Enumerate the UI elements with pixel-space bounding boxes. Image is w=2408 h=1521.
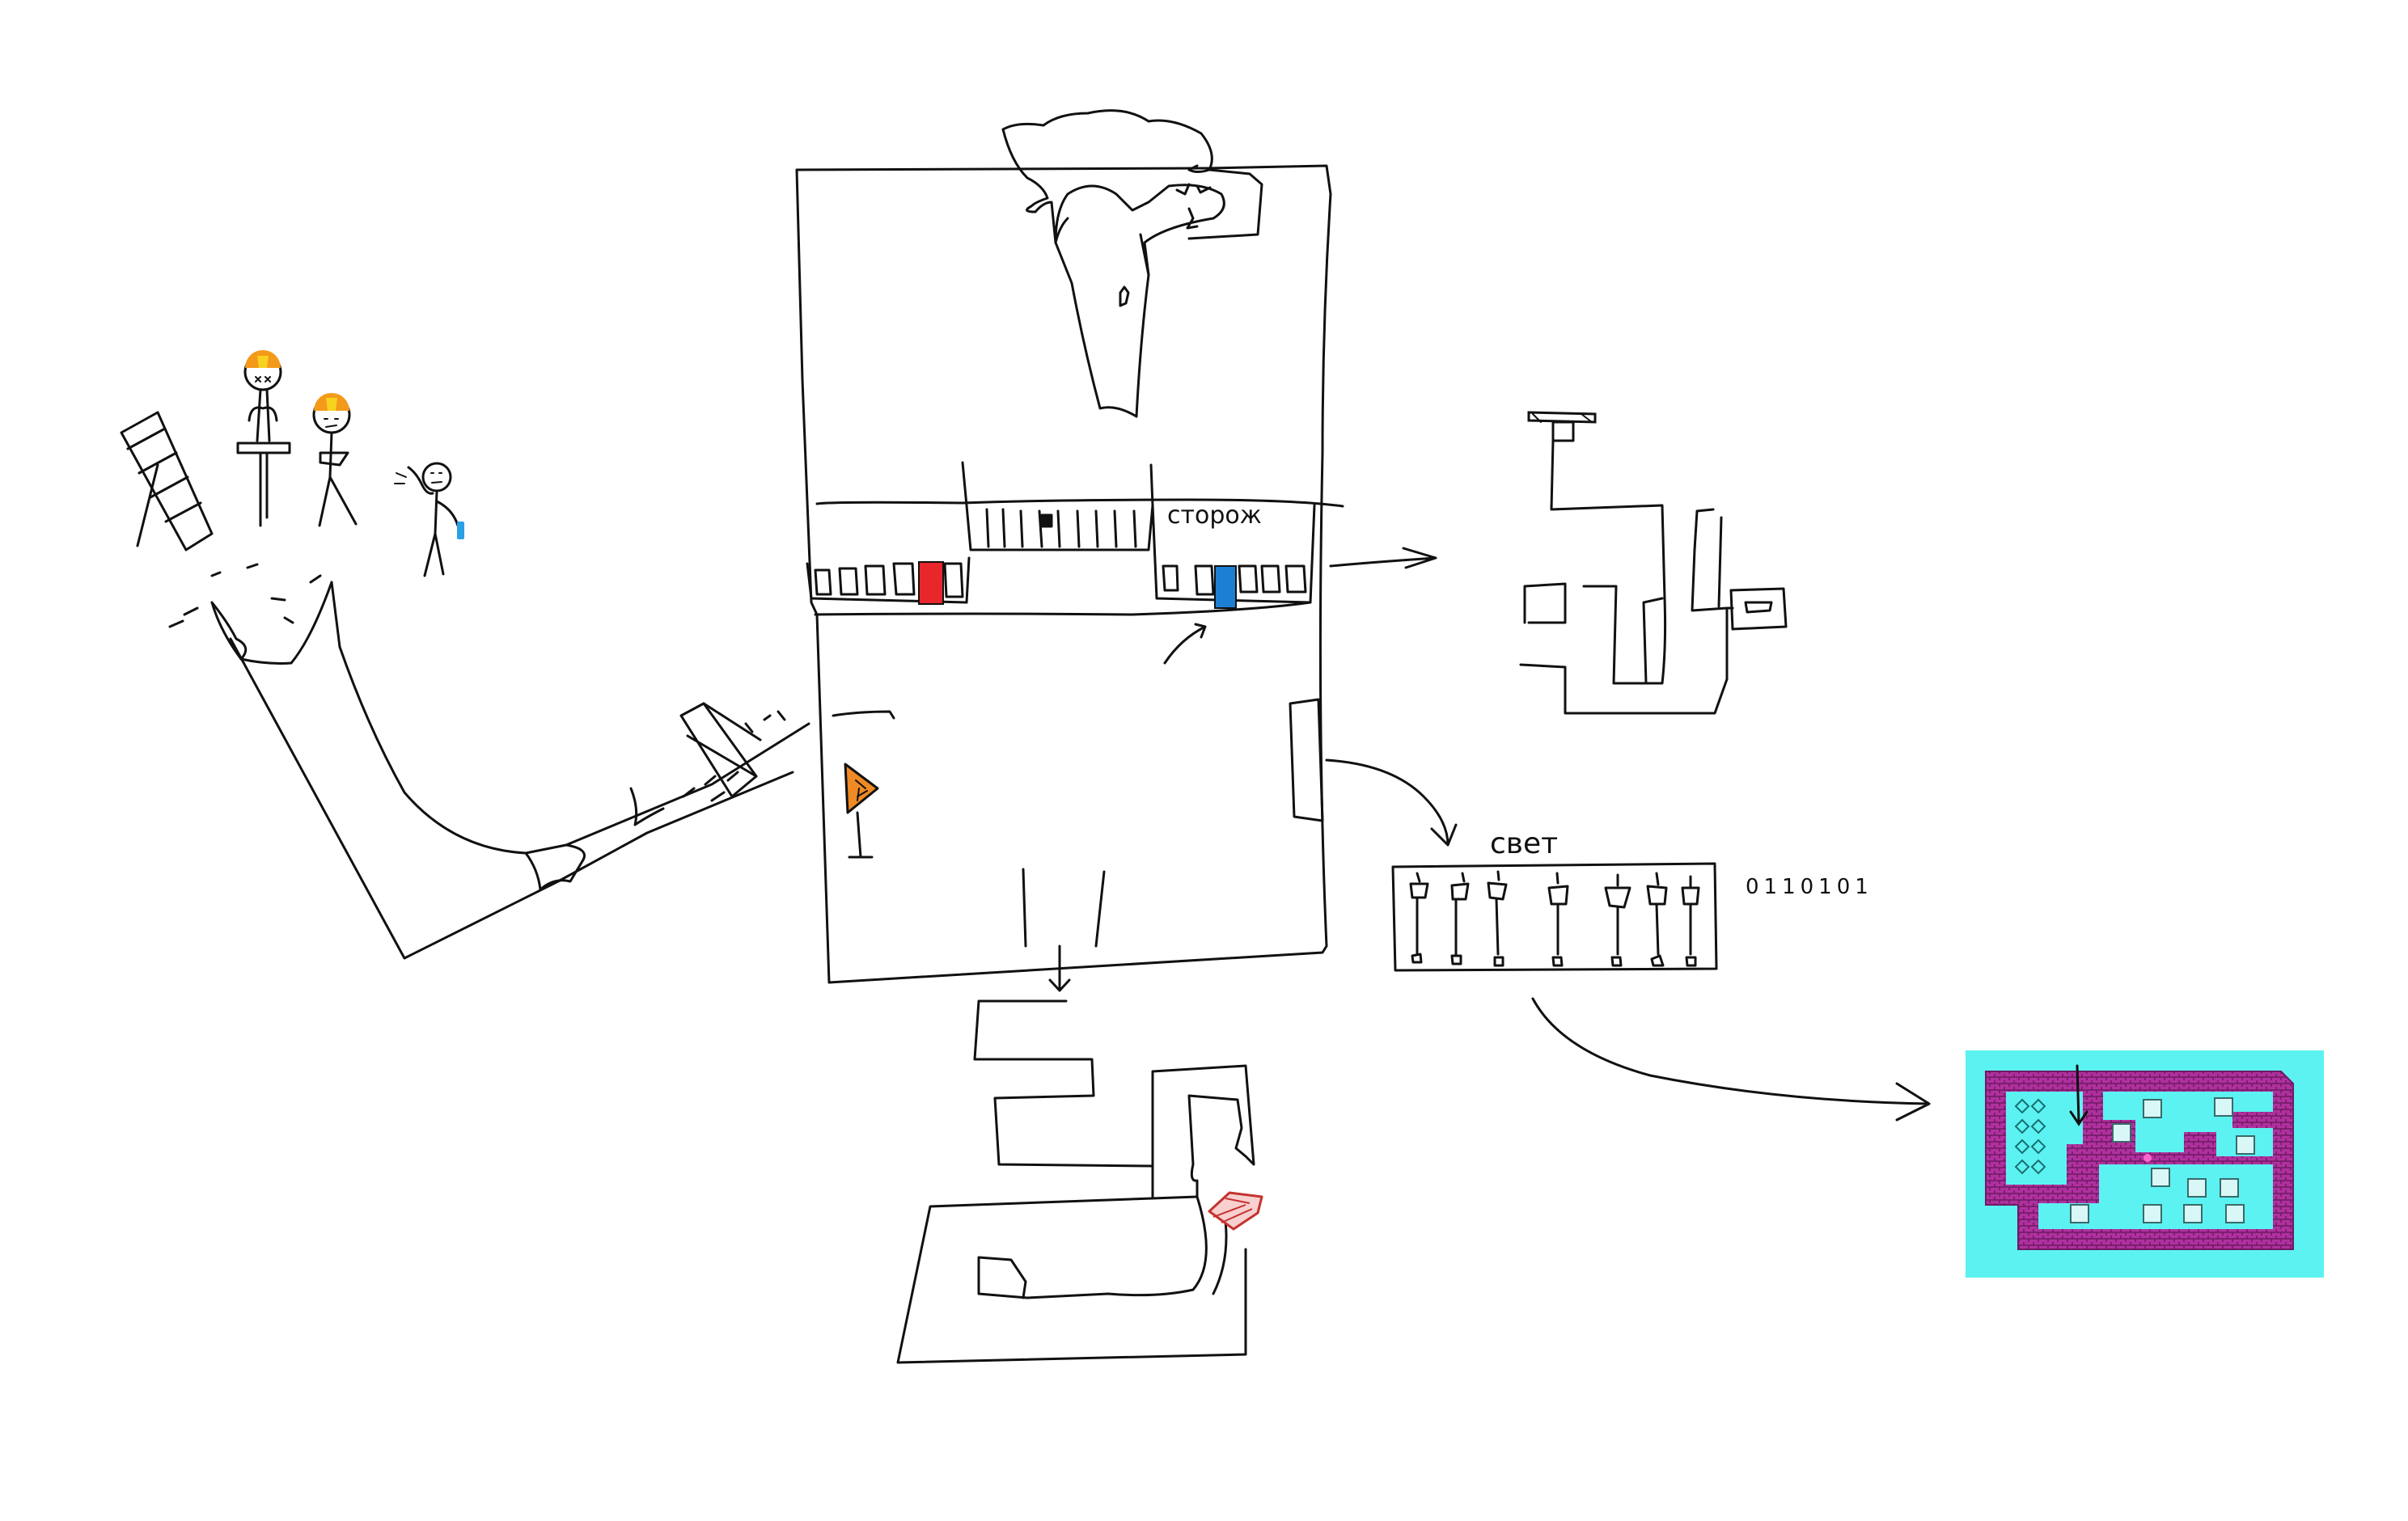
blue-door-icon — [1215, 566, 1236, 608]
worker-with-jackhammer-icon — [238, 350, 290, 526]
light-label: свет — [1490, 827, 1558, 860]
watchman-room-detail — [1521, 412, 1786, 713]
tree-icon — [1003, 111, 1262, 416]
game-player-icon — [2144, 1154, 2152, 1162]
connection-arrows — [1327, 548, 1929, 1120]
light-switch-panel: свет 0110101 — [1393, 827, 1873, 970]
entry-road — [170, 564, 809, 958]
watchman-label: сторож — [1167, 501, 1262, 530]
warning-sign-icon — [845, 764, 878, 857]
ladder-icon — [121, 412, 212, 550]
binary-code: 0110101 — [1746, 875, 1873, 899]
worker-group — [121, 350, 464, 576]
game-level-preview — [1966, 1050, 2324, 1278]
building-outline — [797, 166, 1331, 982]
basement-maze — [898, 1001, 1254, 1363]
monitor-icon — [1731, 589, 1786, 629]
red-door-icon — [919, 562, 943, 604]
cctv-camera-icon — [1529, 412, 1595, 441]
worker-arms-crossed-icon — [314, 393, 356, 526]
lower-passage — [833, 699, 1322, 991]
panel-outline — [1393, 864, 1716, 970]
lamp-icon — [1411, 872, 1699, 965]
main-building: сторож — [797, 111, 1343, 991]
left-room-row — [807, 558, 969, 604]
red-vehicle-icon — [1209, 1193, 1262, 1229]
person-on-phone-icon — [395, 463, 464, 576]
watchman-room: сторож — [1153, 501, 1314, 663]
